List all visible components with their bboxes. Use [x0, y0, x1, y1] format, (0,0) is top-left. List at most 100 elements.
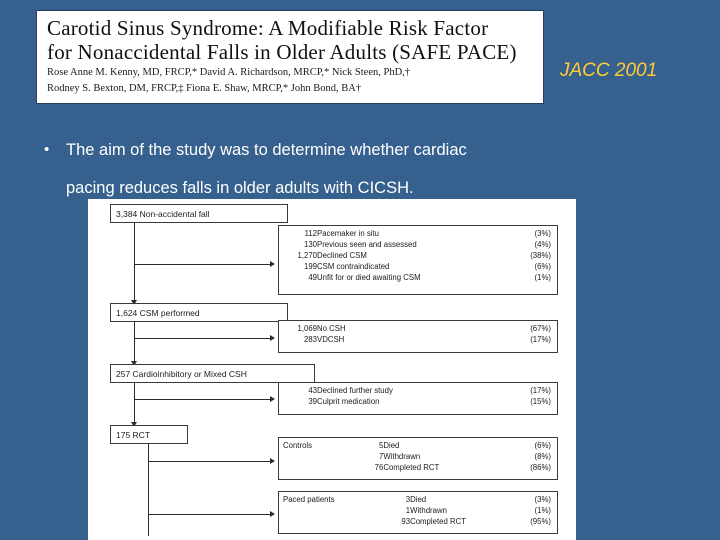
row-label: CSM contraindicated — [317, 262, 390, 271]
paper-title-line-2: for Nonaccidental Falls in Older Adults … — [47, 40, 517, 64]
outcome-table-controls-grid: Controls 5 Died (6%) 7 Withdrawn (8%) 76 — [283, 441, 551, 474]
row-percent: (38%) — [530, 251, 551, 260]
connector-hline-3 — [134, 399, 272, 400]
outcome-table-paced-patients: Paced patients 3 Died (3%) 1 Withdrawn (… — [278, 491, 558, 534]
paper-title-block: Carotid Sinus Syndrome: A Modifiable Ris… — [36, 10, 544, 104]
row-percent: (1%) — [534, 506, 551, 515]
connector-hline-4 — [148, 461, 272, 462]
connector-hline-1 — [134, 264, 272, 265]
connector-vline-3 — [134, 383, 135, 425]
row-percent: (17%) — [530, 335, 551, 344]
row-label: Completed RCT — [410, 517, 466, 526]
table-row: 130 Previous seen and assessed (4%) — [283, 240, 551, 251]
row-percent: (95%) — [530, 517, 551, 526]
bullet-line-1: The aim of the study was to determine wh… — [66, 141, 467, 159]
exclusion-table-2: 1,069 No CSH (67%) 283 VDCSH (17%) — [278, 320, 558, 353]
row-percent: (4%) — [534, 240, 551, 249]
row-percent: (15%) — [530, 397, 551, 406]
exclusion-table-1-grid: 112 Pacemaker in situ (3%) 130 Previous … — [283, 229, 551, 284]
outcome-table-paced-grid: Paced patients 3 Died (3%) 1 Withdrawn (… — [283, 495, 551, 528]
row-count: 76 — [374, 463, 384, 472]
table-row: 76 Completed RCT (86%) — [283, 463, 551, 474]
connector-arrow-down-1 — [131, 300, 137, 305]
connector-vline-2 — [134, 322, 135, 364]
flow-node-cardioinhibitory-mixed-csh: 257 Cardioinhibitory or Mixed CSH — [110, 364, 315, 383]
table-row: 283 VDCSH (17%) — [283, 335, 551, 346]
table-row: Controls 5 Died (6%) — [283, 441, 551, 452]
row-label: Unfit for or died awaiting CSM — [317, 273, 421, 282]
group-label-spacer — [283, 506, 376, 517]
journal-citation: JACC 2001 — [560, 60, 658, 81]
row-percent: (6%) — [534, 262, 551, 271]
bullet-marker-icon: • — [44, 141, 50, 158]
flow-node-csm-performed: 1,624 CSM performed — [110, 303, 288, 322]
row-label: Withdrawn — [410, 506, 447, 515]
patient-flow-diagram: 3,384 Non-accidental fall 112 Pacemaker … — [88, 199, 576, 540]
table-row: 1 Withdrawn (1%) — [283, 506, 551, 517]
connector-arrow-down-2 — [131, 361, 137, 366]
row-label: Declined CSM — [317, 251, 367, 260]
row-label: Completed RCT — [383, 463, 440, 472]
row-label: Previous seen and assessed — [317, 240, 417, 249]
connector-hline-5 — [148, 514, 272, 515]
table-row: 93 Completed RCT (95%) — [283, 517, 551, 528]
row-count: 3 — [405, 495, 411, 504]
row-label: No CSH — [317, 324, 346, 333]
paper-authors-line-2: Rodney S. Bexton, DM, FRCP,‡ Fiona E. Sh… — [47, 82, 362, 94]
row-count: 199 — [303, 262, 317, 271]
table-row: 1,270 Declined CSM (38%) — [283, 251, 551, 262]
diagram-inner: 3,384 Non-accidental fall 112 Pacemaker … — [88, 199, 576, 540]
connector-vline-1 — [134, 223, 135, 303]
row-count: 5 — [378, 441, 384, 450]
group-label: Controls — [283, 441, 313, 450]
group-label: Paced patients — [283, 495, 335, 504]
table-row: 1,069 No CSH (67%) — [283, 324, 551, 335]
group-label-spacer — [283, 452, 349, 463]
connector-arrow-right-4 — [270, 457, 275, 464]
group-label-spacer — [283, 517, 376, 528]
flow-node-rct: 175 RCT — [110, 425, 188, 444]
row-percent: (8%) — [534, 452, 551, 461]
table-row: Paced patients 3 Died (3%) — [283, 495, 551, 506]
row-label: Died — [410, 495, 427, 504]
row-label: Pacemaker in situ — [317, 229, 379, 238]
row-count: 1 — [405, 506, 411, 515]
connector-hline-2 — [134, 338, 272, 339]
row-count: 93 — [401, 517, 411, 526]
exclusion-table-3: 43 Declined further study (17%) 39 Culpr… — [278, 382, 558, 415]
paper-authors-line-1: Rose Anne M. Kenny, MD, FRCP,* David A. … — [47, 67, 411, 78]
group-label-spacer — [283, 463, 349, 474]
row-label: Culprit medication — [317, 397, 380, 406]
flow-node-non-accidental-fall: 3,384 Non-accidental fall — [110, 204, 288, 223]
row-percent: (3%) — [534, 495, 551, 504]
table-row: 49 Unfit for or died awaiting CSM (1%) — [283, 273, 551, 284]
connector-arrow-right-5 — [270, 510, 275, 517]
row-count: 1,069 — [297, 324, 317, 333]
connector-arrow-down-3 — [131, 422, 137, 427]
row-percent: (86%) — [530, 463, 551, 472]
exclusion-table-1: 112 Pacemaker in situ (3%) 130 Previous … — [278, 225, 558, 295]
row-label: Died — [383, 441, 400, 450]
connector-arrow-right-3 — [270, 395, 275, 402]
bullet-paragraph: • The aim of the study was to determine … — [38, 131, 658, 207]
row-count: 283 — [303, 335, 317, 344]
row-percent: (6%) — [534, 441, 551, 450]
row-count: 112 — [304, 229, 317, 238]
table-row: 7 Withdrawn (8%) — [283, 452, 551, 463]
connector-arrow-right-2 — [270, 334, 275, 341]
outcome-table-controls: Controls 5 Died (6%) 7 Withdrawn (8%) 76 — [278, 437, 558, 480]
row-count: 43 — [308, 386, 317, 395]
row-count: 49 — [308, 273, 317, 282]
row-count: 130 — [303, 240, 317, 249]
row-percent: (67%) — [530, 324, 551, 333]
table-row: 39 Culprit medication (15%) — [283, 397, 551, 408]
row-count: 7 — [378, 452, 384, 461]
paper-title-line-1: Carotid Sinus Syndrome: A Modifiable Ris… — [47, 16, 489, 40]
exclusion-table-2-grid: 1,069 No CSH (67%) 283 VDCSH (17%) — [283, 324, 551, 346]
row-percent: (3%) — [534, 229, 551, 238]
exclusion-table-3-grid: 43 Declined further study (17%) 39 Culpr… — [283, 386, 551, 408]
row-label: Declined further study — [317, 386, 393, 395]
connector-vline-4 — [148, 444, 149, 536]
bullet-line-2: pacing reduces falls in older adults wit… — [66, 179, 414, 197]
